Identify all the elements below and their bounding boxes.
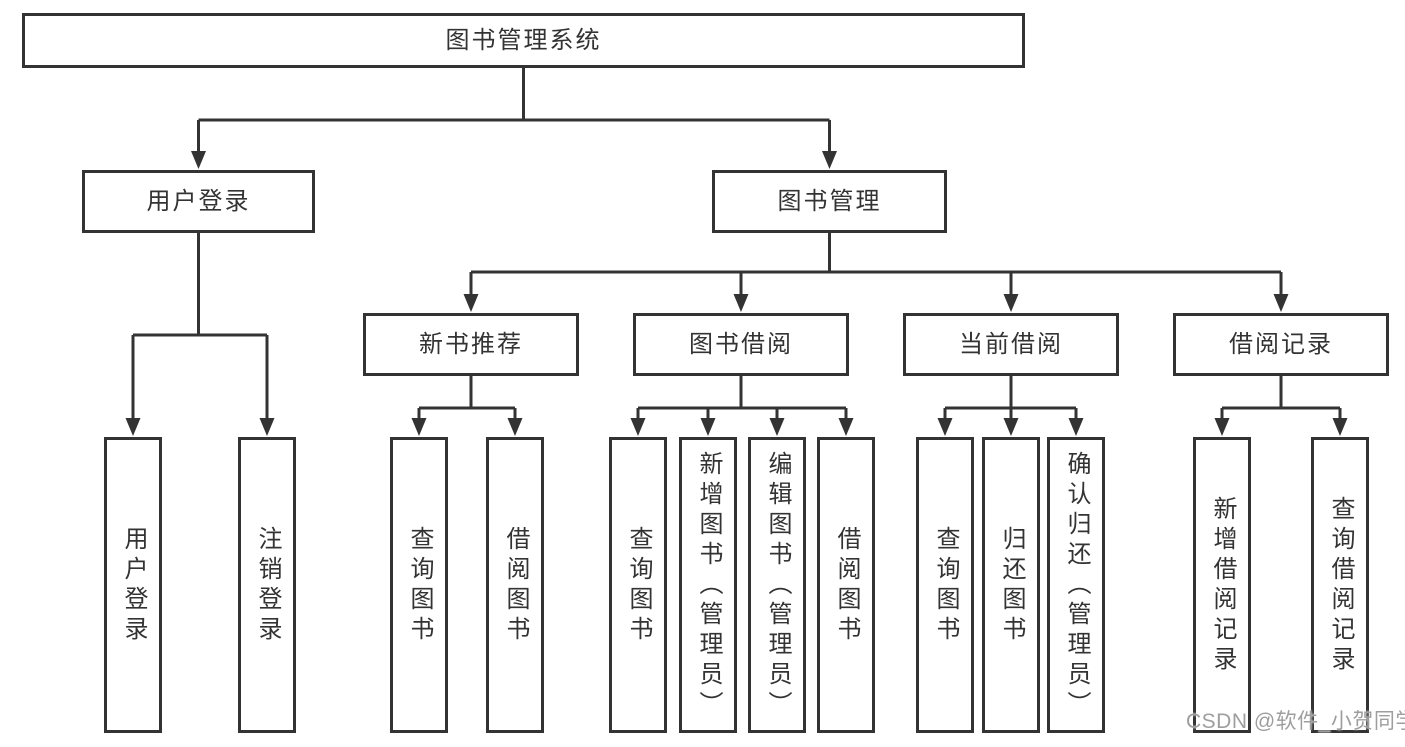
connector-new-books-to-leaves [411,376,523,436]
connector-current-borrow-to-leaves [937,376,1084,436]
leaf-nb-query-books: 查询图书 [390,437,448,733]
leaf-user-login: 用户登录 [104,437,162,733]
node-borrowing-records: 借阅记录 [1173,313,1389,376]
connector-book-borrow-to-leaves [630,376,854,436]
leaf-bb-query-books: 查询图书 [609,437,667,733]
leaf-br-query-record: 查询借阅记录 [1311,437,1369,733]
leaf-cb-return-books: 归还图书 [982,437,1040,733]
leaf-br-add-record: 新增借阅记录 [1193,437,1251,733]
connector-borrow-records-to-leaves [1214,376,1348,436]
node-book-management-branch: 图书管理 [712,170,947,233]
leaf-cb-confirm-return-admin: 确认归还（管理员） [1047,437,1105,733]
connector-user-login-to-leaves [125,233,275,436]
leaf-nb-borrow-books: 借阅图书 [486,437,544,733]
node-new-book-recommend: 新书推荐 [363,313,579,376]
node-library-system: 图书管理系统 [22,13,1025,68]
node-current-borrowing: 当前借阅 [903,313,1119,376]
leaf-bb-borrow-books: 借阅图书 [817,437,875,733]
leaf-cb-query-books: 查询图书 [916,437,974,733]
leaf-logout: 注销登录 [238,437,296,733]
connector-root-to-level2 [191,68,837,169]
leaf-bb-edit-books-admin: 编辑图书（管理员） [748,437,806,733]
csdn-watermark: CSDN @软件_小贺同学 [1186,710,1405,733]
node-user-login-branch: 用户登录 [82,170,315,233]
node-book-borrowing: 图书借阅 [633,313,849,376]
connector-book-mgmt-to-level3 [463,233,1289,312]
leaf-bb-add-books-admin: 新增图书（管理员） [679,437,737,733]
